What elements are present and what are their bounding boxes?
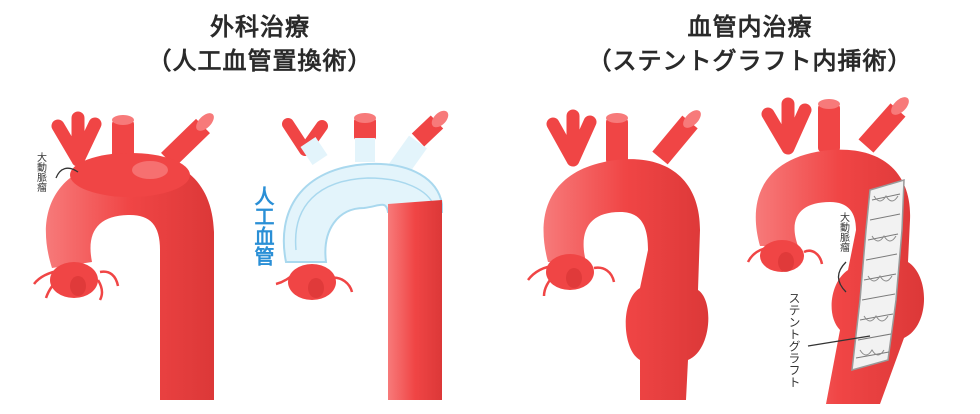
surgery-title: 外科治療: [210, 13, 310, 41]
surgery-subtitle: （人工血管置換術）: [147, 47, 373, 75]
label-stent-graft: ステントグラフト: [787, 292, 801, 388]
label-graft: 人工血管: [251, 186, 275, 267]
label-aneurysm-right: 大動脈瘤: [838, 211, 850, 253]
endovascular-subtitle: （ステントグラフト内挿術）: [587, 47, 913, 75]
endovascular-heading: 血管内治療 （ステントグラフト内挿術）: [520, 10, 980, 78]
label-aneurysm-left: 大動脈瘤: [35, 151, 47, 193]
aorta-aneurysm-before-surgery: 大動脈瘤: [33, 111, 214, 400]
endovascular-title: 血管内治療: [687, 13, 813, 41]
aorta-after-stent-graft: 大動脈瘤 ステントグラフト: [746, 97, 925, 404]
surgery-heading: 外科治療 （人工血管置換術）: [20, 10, 500, 78]
aorta-after-graft-replacement: 人工血管: [251, 110, 449, 400]
aorta-aneurysm-before-stent: [527, 109, 709, 400]
